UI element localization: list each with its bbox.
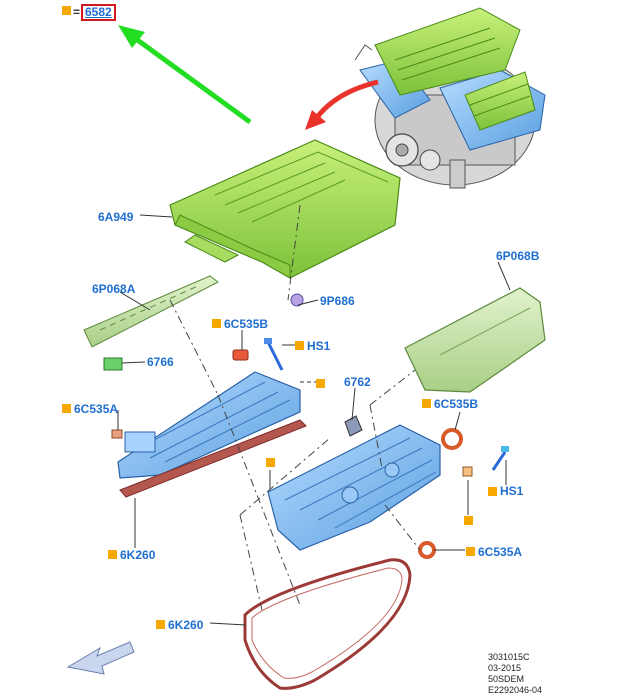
label-6C535B-right[interactable]: 6C535B — [434, 397, 479, 411]
label-HS1-left[interactable]: HS1 — [307, 339, 331, 353]
valve-cover-left — [117, 371, 301, 479]
label-6A949[interactable]: 6A949 — [98, 210, 134, 224]
legend-code[interactable]: 6582 — [81, 4, 116, 21]
bolt-HS1-right — [491, 446, 509, 471]
seal-6C535B-left — [232, 349, 249, 361]
gasket-6K260-left — [119, 419, 307, 498]
seal-6C535B-right — [441, 428, 463, 450]
leader-lines — [117, 214, 511, 626]
label-6K260-left[interactable]: 6K260 — [120, 548, 156, 562]
label-6P068A[interactable]: 6P068A — [92, 282, 136, 296]
label-9P686[interactable]: 9P686 — [320, 294, 355, 308]
cover-6P068B — [404, 287, 546, 393]
alignment-lines — [169, 204, 421, 611]
footer-line-4: E2292046-04 — [488, 685, 543, 695]
marker-HS1-left — [295, 341, 304, 350]
marker-dashed-ref — [316, 379, 325, 388]
marker-clip — [464, 516, 473, 525]
footer-line-2: 03-2015 — [488, 663, 522, 673]
clip-part — [462, 466, 473, 477]
gasket-6K260-right — [243, 558, 412, 690]
label-6766[interactable]: 6766 — [147, 355, 174, 369]
label-6C535A-right[interactable]: 6C535A — [478, 545, 523, 559]
legend-equals: = — [73, 5, 81, 19]
engine-cover-6A949 — [169, 139, 401, 279]
label-6K260-right[interactable]: 6K260 — [168, 618, 204, 632]
marker-6C535B-left — [212, 319, 221, 328]
marker-valve-cover — [266, 458, 275, 467]
label-6762[interactable]: 6762 — [344, 375, 371, 389]
label-6C535B-left[interactable]: 6C535B — [224, 317, 269, 331]
sensor-6762 — [344, 415, 363, 437]
valve-cover-right — [267, 424, 441, 551]
marker-HS1-right — [488, 487, 497, 496]
label-6P068B[interactable]: 6P068B — [496, 249, 540, 263]
marker-6K260-left — [108, 550, 117, 559]
seal-6C535A-left — [111, 429, 123, 439]
label-HS1-right[interactable]: HS1 — [500, 484, 524, 498]
marker-6C535A-left — [62, 404, 71, 413]
view-direction-arrow — [66, 641, 135, 675]
marker-6C535B-right — [422, 399, 431, 408]
exploded-view-arrow — [305, 79, 379, 130]
marker-6K260-right — [156, 620, 165, 629]
footer-line-3: 50SDEM — [488, 674, 525, 684]
sensor-6766 — [103, 357, 123, 371]
label-6C535A-left[interactable]: 6C535A — [74, 402, 119, 416]
legend-marker — [62, 6, 71, 15]
engine-assembly — [354, 7, 546, 189]
marker-6C535A-right — [466, 547, 475, 556]
footer-line-1: 3031015C — [488, 652, 530, 662]
insulator-6P068A — [83, 275, 219, 348]
legend-pointer-arrow — [118, 25, 252, 125]
part-9P686 — [290, 293, 304, 307]
bolt-HS1-left — [264, 338, 284, 371]
seal-6C535A-right — [418, 541, 436, 559]
